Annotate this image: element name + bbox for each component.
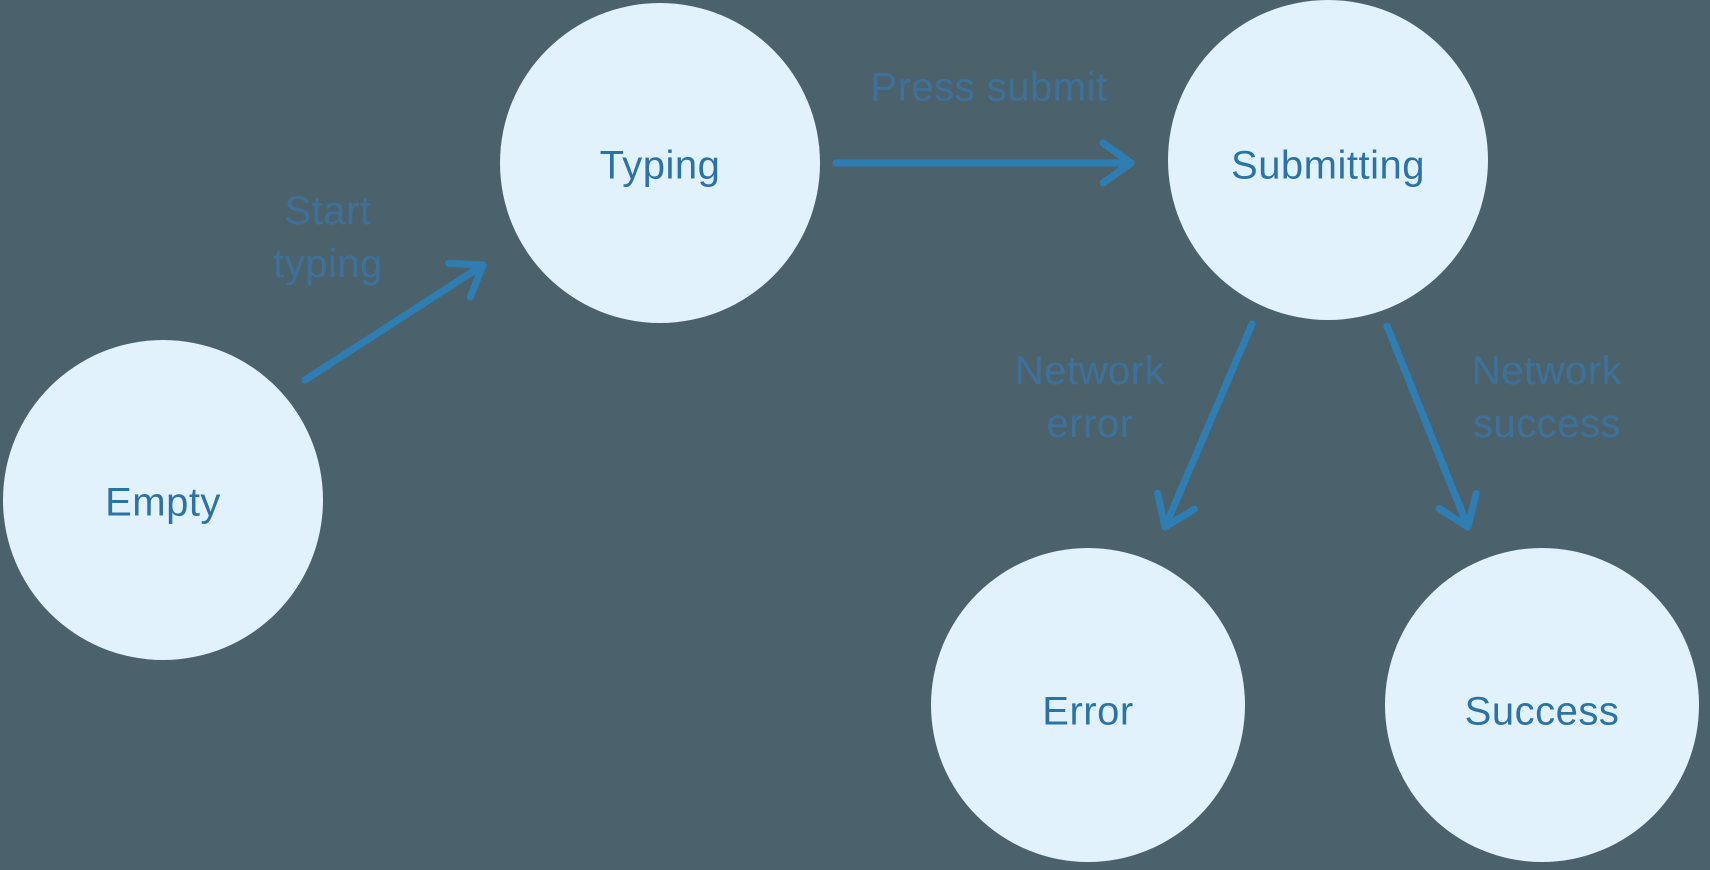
state-label-success: Success [1464,689,1620,734]
transition-arrow-network-success [1383,322,1480,531]
transition-label-network-success: Network success [1471,349,1623,446]
state-node-submitting [1168,0,1488,320]
state-node-empty [3,340,323,660]
transition-label-press-submit: Press submit [870,65,1108,110]
state-label-error: Error [1042,689,1134,734]
state-label-empty: Empty [105,480,221,525]
state-node-success [1385,548,1699,862]
state-label-typing: Typing [599,143,721,188]
transition-arrow-start-typing [301,259,487,384]
state-node-error [931,548,1245,862]
transition-label-network-error: Network error [1014,349,1166,446]
transition-label-start-typing: Start typing [273,189,383,286]
transition-arrow-network-error [1154,320,1256,531]
state-node-typing [500,3,820,323]
state-label-submitting: Submitting [1231,143,1425,188]
